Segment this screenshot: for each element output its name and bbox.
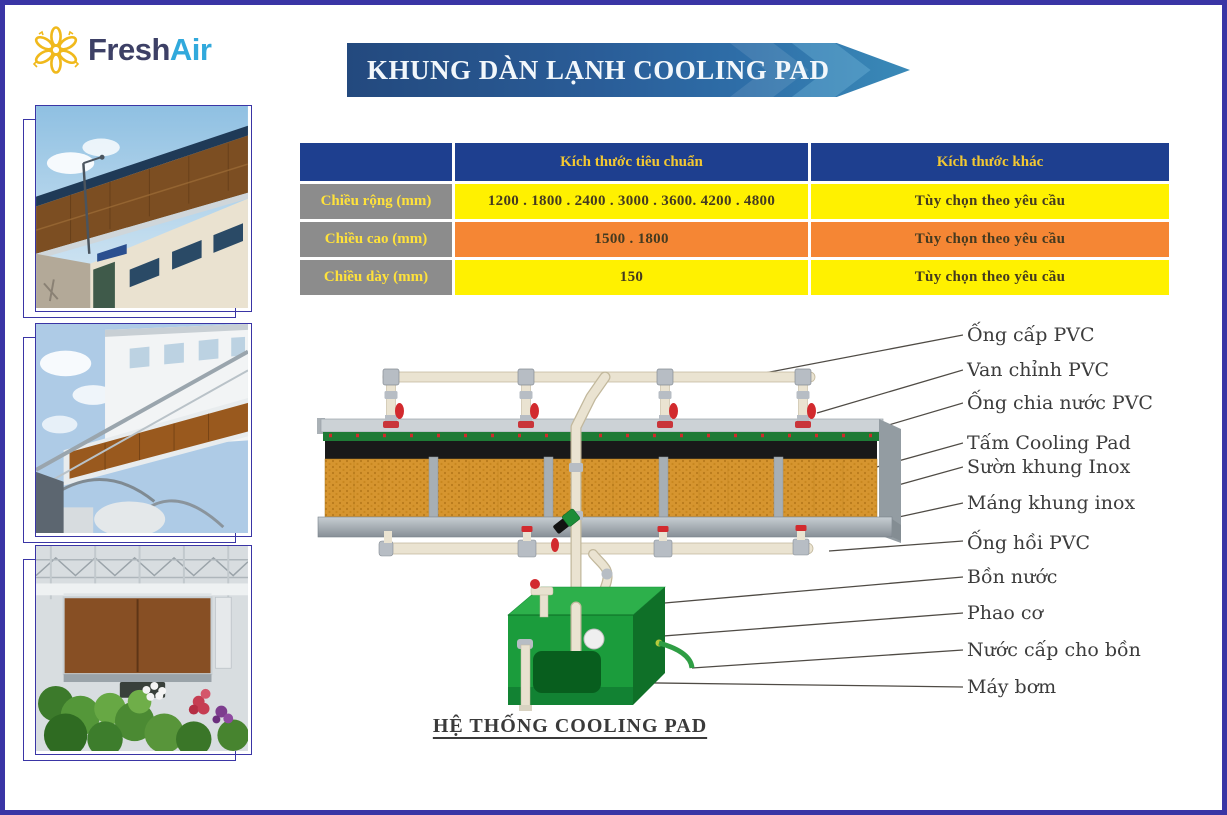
inline-filter-valve — [553, 508, 580, 534]
cooling-pad-system-diagram — [317, 334, 963, 711]
photo-factory-exterior — [23, 105, 252, 318]
return-pipe-valve — [551, 538, 559, 552]
diagram-caption: HỆ THỐNG COOLING PAD — [432, 715, 708, 737]
diagram-label-pump: Máy bơm — [967, 676, 1057, 698]
tank-inlet-valve — [530, 579, 554, 618]
supply-pipe-pvc — [382, 368, 816, 428]
table-header-standard: Kích thước tiêu chuẩn — [455, 143, 808, 181]
photo-greenhouse — [23, 545, 252, 761]
float-valve — [583, 628, 605, 650]
photo-factory-exterior-image — [36, 106, 248, 308]
diagram-label-trough: Máng khung inox — [967, 492, 1136, 514]
photo-pad-steel-frame-image — [36, 324, 248, 533]
diagram-label-valve: Van chỉnh PVC — [967, 359, 1110, 381]
table-cell-height-other: Tùy chọn theo yêu cầu — [811, 222, 1169, 257]
photo-pad-steel-frame — [23, 323, 252, 543]
table-cell-width-other: Tùy chọn theo yêu cầu — [811, 184, 1169, 219]
table-cell-thickness-other: Tùy chọn theo yêu cầu — [811, 260, 1169, 295]
diagram-label-supply-pipe: Ống cấp PVC — [967, 324, 1095, 346]
table-cell-height-standard: 1500 . 1800 — [455, 222, 808, 257]
tank-drain-pipe — [517, 639, 533, 711]
table-row-label-width: Chiều rộng (mm) — [300, 184, 452, 219]
table-header-other: Kích thước khác — [811, 143, 1169, 181]
diagram-label-frame: Sườn khung Inox — [967, 456, 1131, 478]
table-row-label-thickness: Chiều dày (mm) — [300, 260, 452, 295]
pipe-drops-with-valves — [382, 368, 816, 428]
photo-greenhouse-image — [36, 546, 248, 751]
diagram-label-float: Phao cơ — [967, 602, 1043, 624]
supply-hose — [658, 640, 695, 669]
table-cell-width-standard: 1200 . 1800 . 2400 . 3000 . 3600. 4200 .… — [455, 184, 808, 219]
pump — [533, 651, 601, 693]
dimension-table: Kích thước tiêu chuẩn Kích thước khác Ch… — [300, 143, 1169, 295]
page-title: KHUNG DÀN LẠNH COOLING PAD — [367, 54, 830, 85]
brand-name: FreshAir — [88, 32, 212, 68]
main-down-pipe — [553, 371, 611, 613]
diagram-label-return-pipe: Ống hồi PVC — [967, 532, 1091, 554]
brand-logo: FreshAir — [31, 25, 212, 75]
table-row-label-height: Chiều cao (mm) — [300, 222, 452, 257]
return-pipe-pvc — [378, 525, 814, 558]
side-frame-inox — [879, 419, 901, 543]
water-tank — [507, 579, 695, 711]
diagram-label-distribution: Ống chia nước PVC — [967, 392, 1153, 414]
brand-name-fresh: Fresh — [88, 32, 170, 67]
fan-asterisk-icon — [32, 26, 80, 74]
brand-name-air: Air — [169, 32, 212, 67]
diagram-label-water-supply: Nước cấp cho bồn — [967, 639, 1141, 661]
title-banner: KHUNG DÀN LẠNH COOLING PAD — [347, 43, 910, 97]
table-cell-thickness-standard: 150 — [455, 260, 808, 295]
table-header-corner — [300, 143, 452, 181]
diagram-label-tank: Bồn nước — [967, 566, 1058, 588]
diagram-label-pad: Tấm Cooling Pad — [967, 432, 1131, 454]
cooling-pad-unit — [317, 418, 901, 543]
